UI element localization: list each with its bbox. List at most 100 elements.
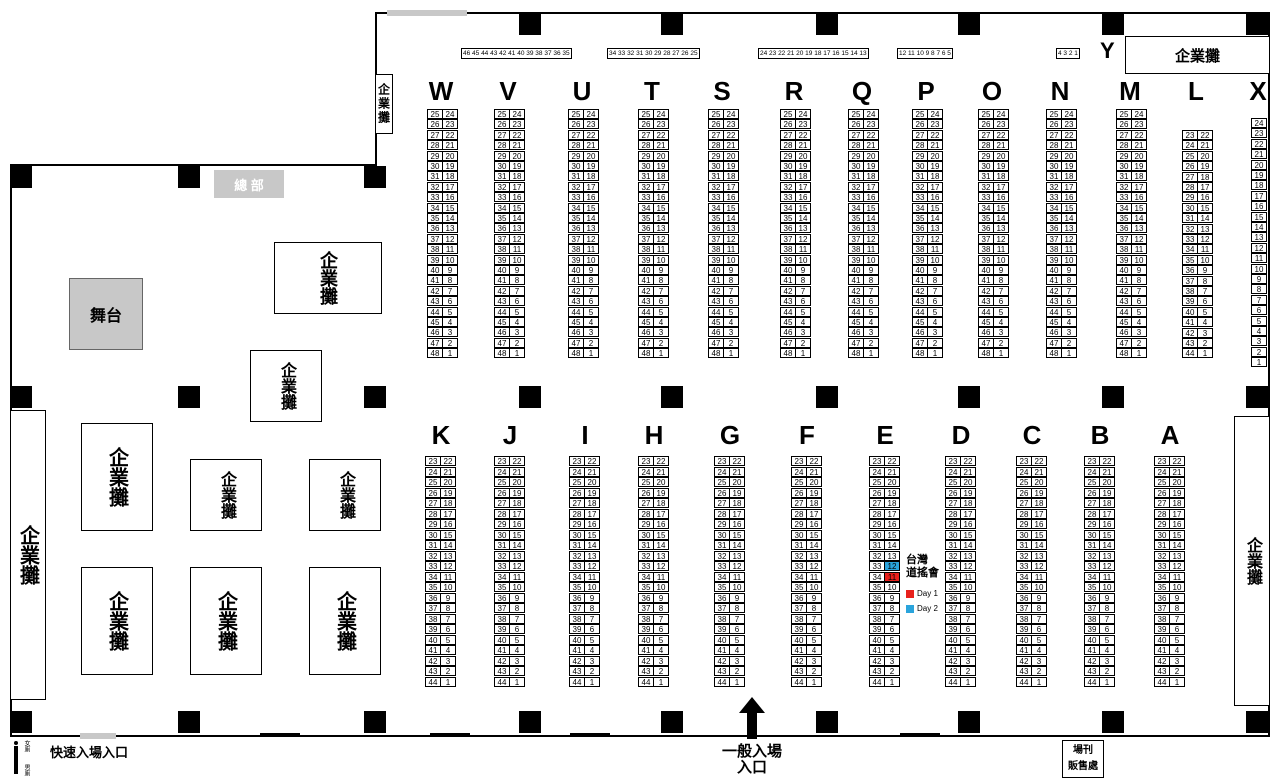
- booth-R-43[interactable]: 43: [780, 296, 796, 307]
- booth-B-5[interactable]: 5: [1099, 634, 1115, 645]
- booth-F-12[interactable]: 12: [806, 561, 822, 571]
- booth-V-17[interactable]: 17: [509, 181, 525, 192]
- booth-K-8[interactable]: 8: [440, 603, 456, 613]
- booth-G-36[interactable]: 36: [714, 592, 730, 603]
- booth-V-29[interactable]: 29: [494, 150, 510, 161]
- booth-X-18[interactable]: 18: [1251, 180, 1267, 191]
- booth-W-18[interactable]: 18: [442, 171, 458, 182]
- booth-Q-20[interactable]: 20: [863, 150, 879, 161]
- booth-W-28[interactable]: 28: [427, 140, 443, 151]
- booth-G-16[interactable]: 16: [729, 519, 745, 529]
- booth-T-20[interactable]: 20: [653, 150, 669, 161]
- booth-J-25[interactable]: 25: [494, 477, 510, 487]
- booth-C-19[interactable]: 19: [1031, 487, 1047, 498]
- booth-K-31[interactable]: 31: [425, 540, 441, 550]
- booth-G-4[interactable]: 4: [729, 645, 745, 655]
- booth-I-40[interactable]: 40: [569, 634, 585, 645]
- booth-V-12[interactable]: 12: [509, 233, 525, 244]
- booth-R-45[interactable]: 45: [780, 317, 796, 327]
- booth-P-33[interactable]: 33: [912, 192, 928, 203]
- booth-M-43[interactable]: 43: [1116, 296, 1132, 307]
- booth-U-8[interactable]: 8: [583, 275, 599, 286]
- booth-G-19[interactable]: 19: [729, 487, 745, 498]
- booth-C-16[interactable]: 16: [1031, 519, 1047, 529]
- booth-O-19[interactable]: 19: [993, 161, 1009, 171]
- booth-S-7[interactable]: 7: [723, 285, 739, 296]
- booth-G-31[interactable]: 31: [714, 540, 730, 550]
- booth-U-7[interactable]: 7: [583, 285, 599, 296]
- booth-Q-2[interactable]: 2: [863, 337, 879, 348]
- booth-C-20[interactable]: 20: [1031, 477, 1047, 487]
- booth-F-21[interactable]: 21: [806, 466, 822, 477]
- booth-L-19[interactable]: 19: [1197, 161, 1213, 172]
- booth-C-9[interactable]: 9: [1031, 592, 1047, 603]
- booth-D-28[interactable]: 28: [945, 508, 961, 519]
- booth-V-37[interactable]: 37: [494, 233, 510, 244]
- booth-P-13[interactable]: 13: [927, 223, 943, 234]
- booth-V-47[interactable]: 47: [494, 337, 510, 348]
- booth-U-39[interactable]: 39: [568, 254, 584, 265]
- booth-K-36[interactable]: 36: [425, 592, 441, 603]
- booth-K-11[interactable]: 11: [440, 571, 456, 582]
- booth-J-14[interactable]: 14: [509, 540, 525, 550]
- booth-H-6[interactable]: 6: [653, 624, 669, 634]
- booth-A-20[interactable]: 20: [1169, 477, 1185, 487]
- booth-K-39[interactable]: 39: [425, 624, 441, 634]
- booth-D-8[interactable]: 8: [960, 603, 976, 613]
- booth-I-2[interactable]: 2: [584, 666, 600, 676]
- booth-R-34[interactable]: 34: [780, 202, 796, 213]
- booth-A-42[interactable]: 42: [1154, 655, 1170, 666]
- booth-J-33[interactable]: 33: [494, 561, 510, 571]
- booth-U-32[interactable]: 32: [568, 181, 584, 192]
- booth-X-5[interactable]: 5: [1251, 315, 1267, 326]
- booth-B-21[interactable]: 21: [1099, 466, 1115, 477]
- enterprise-booth-8[interactable]: 企業攤: [309, 567, 381, 675]
- booth-O-5[interactable]: 5: [993, 306, 1009, 317]
- booth-A-37[interactable]: 37: [1154, 603, 1170, 613]
- booth-R-16[interactable]: 16: [795, 192, 811, 203]
- booth-S-19[interactable]: 19: [723, 161, 739, 171]
- booth-H-42[interactable]: 42: [638, 655, 654, 666]
- booth-A-34[interactable]: 34: [1154, 571, 1170, 582]
- booth-H-40[interactable]: 40: [638, 634, 654, 645]
- booth-J-3[interactable]: 3: [509, 655, 525, 666]
- booth-N-6[interactable]: 6: [1061, 296, 1077, 307]
- booth-A-39[interactable]: 39: [1154, 624, 1170, 634]
- booth-J-16[interactable]: 16: [509, 519, 525, 529]
- booth-R-40[interactable]: 40: [780, 265, 796, 275]
- booth-K-28[interactable]: 28: [425, 508, 441, 519]
- booth-B-16[interactable]: 16: [1099, 519, 1115, 529]
- booth-G-20[interactable]: 20: [729, 477, 745, 487]
- booth-Q-11[interactable]: 11: [863, 244, 879, 255]
- booth-T-3[interactable]: 3: [653, 327, 669, 338]
- booth-P-16[interactable]: 16: [927, 192, 943, 203]
- booth-G-42[interactable]: 42: [714, 655, 730, 666]
- booth-C-29[interactable]: 29: [1016, 519, 1032, 529]
- booth-M-41[interactable]: 41: [1116, 275, 1132, 286]
- booth-A-26[interactable]: 26: [1154, 487, 1170, 498]
- booth-T-47[interactable]: 47: [638, 337, 654, 348]
- booth-Q-13[interactable]: 13: [863, 223, 879, 234]
- booth-N-33[interactable]: 33: [1046, 192, 1062, 203]
- booth-J-31[interactable]: 31: [494, 540, 510, 550]
- booth-X-17[interactable]: 17: [1251, 190, 1267, 201]
- booth-J-5[interactable]: 5: [509, 634, 525, 645]
- booth-D-20[interactable]: 20: [960, 477, 976, 487]
- booth-W-17[interactable]: 17: [442, 181, 458, 192]
- booth-V-16[interactable]: 16: [509, 192, 525, 203]
- booth-F-41[interactable]: 41: [791, 645, 807, 655]
- booth-B-24[interactable]: 24: [1084, 466, 1100, 477]
- booth-N-32[interactable]: 32: [1046, 181, 1062, 192]
- booth-W-12[interactable]: 12: [442, 233, 458, 244]
- booth-L-34[interactable]: 34: [1182, 244, 1198, 255]
- booth-M-36[interactable]: 36: [1116, 223, 1132, 234]
- booth-S-47[interactable]: 47: [708, 337, 724, 348]
- booth-V-8[interactable]: 8: [509, 275, 525, 286]
- booth-S-37[interactable]: 37: [708, 233, 724, 244]
- booth-O-37[interactable]: 37: [978, 233, 994, 244]
- booth-N-44[interactable]: 44: [1046, 306, 1062, 317]
- booth-Q-15[interactable]: 15: [863, 202, 879, 213]
- booth-B-23[interactable]: 23: [1084, 456, 1100, 466]
- booth-D-39[interactable]: 39: [945, 624, 961, 634]
- booth-V-36[interactable]: 36: [494, 223, 510, 234]
